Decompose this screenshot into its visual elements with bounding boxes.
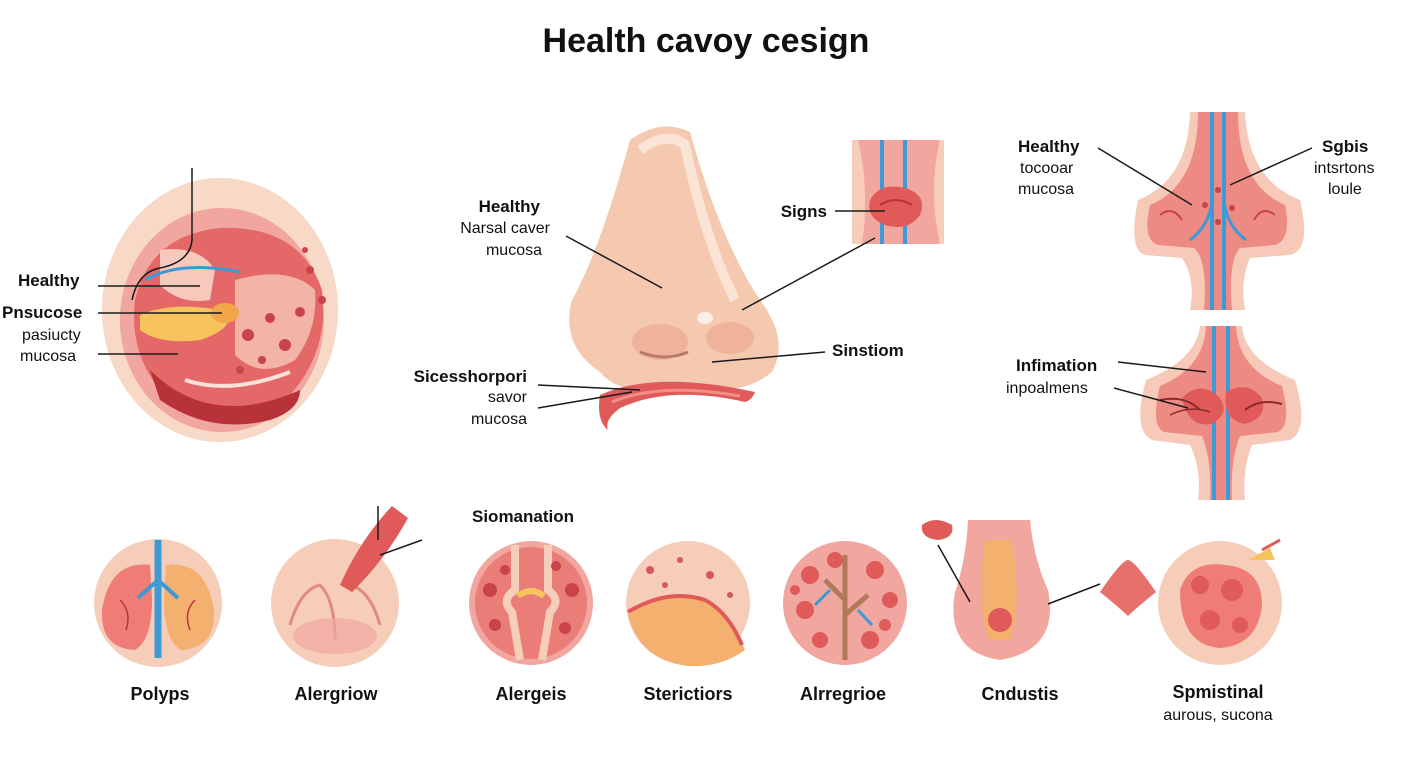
caption-alrregrioe: Alrregrioe <box>800 684 886 704</box>
caption-alergriow: Alergriow <box>294 684 378 704</box>
alergeis-illustration <box>469 541 593 665</box>
label-savor: savor <box>488 389 528 406</box>
caption-polyps: Polyps <box>130 684 189 704</box>
right-labels: Healthy tocooar mucosa Sgbis intsrtons l… <box>1006 137 1374 409</box>
caption-spmistinal-sub: aurous, sucona <box>1163 707 1273 724</box>
caption-cndustis: Cndustis <box>981 684 1058 704</box>
sterictiors-illustration <box>626 541 750 667</box>
label-tocooar: tocooar <box>1020 160 1074 177</box>
label-intsrtons: intsrtons <box>1314 160 1374 177</box>
label-pasiucty: pasiucty <box>22 327 81 344</box>
label-healthy-nose: Healthy <box>479 197 541 216</box>
diagram-title: Health cavoy cesign <box>543 22 870 60</box>
caption-sterictiors: Sterictiors <box>643 684 732 704</box>
nasal-inset-signs <box>852 140 944 244</box>
label-healthy-right: Healthy <box>1018 137 1080 156</box>
cndustis-illustration <box>921 520 1156 660</box>
label-sinstiom: Sinstiom <box>832 341 904 360</box>
label-sgbis: Sgbis <box>1322 137 1368 156</box>
spmistinal-illustration <box>1158 538 1282 665</box>
label-healthy-left: Healthy <box>18 271 80 290</box>
caption-spmistinal: Spmistinal <box>1172 682 1263 702</box>
nose-labels: Healthy Narsal caver mucosa Signs Sinsti… <box>414 197 904 428</box>
label-signs: Signs <box>781 202 827 221</box>
right-inflamed-airway-illustration <box>1140 326 1302 500</box>
label-mucosa-nose-top: mucosa <box>486 242 542 259</box>
polyps-illustration <box>94 539 222 667</box>
label-mucosa-nose-bottom: mucosa <box>471 411 527 428</box>
label-infimation: Infimation <box>1016 356 1097 375</box>
alrregrioe-illustration <box>783 541 907 665</box>
bottom-captions: Polyps Alergriow Alergeis Sterictiors Al… <box>130 682 1272 724</box>
sinus-labels: Healthy Pnsucose pasiucty mucosa <box>2 271 222 365</box>
nose-illustration <box>569 126 779 430</box>
label-mucosa-left: mucosa <box>20 348 76 365</box>
alergriow-illustration <box>271 506 423 667</box>
label-sicesshorpori: Sicesshorpori <box>414 367 527 386</box>
bottom-heading: Siomanation <box>472 507 574 526</box>
label-loule: loule <box>1328 181 1362 198</box>
label-narsal-caver: Narsal caver <box>460 220 550 237</box>
label-mucosa-right: mucosa <box>1018 181 1074 198</box>
label-inpoalmens: inpoalmens <box>1006 380 1088 397</box>
label-pnsucose: Pnsucose <box>2 303 82 322</box>
right-healthy-airway-illustration <box>1134 112 1305 310</box>
sinus-cross-section-illustration <box>102 168 338 442</box>
caption-alergeis: Alergeis <box>495 684 566 704</box>
